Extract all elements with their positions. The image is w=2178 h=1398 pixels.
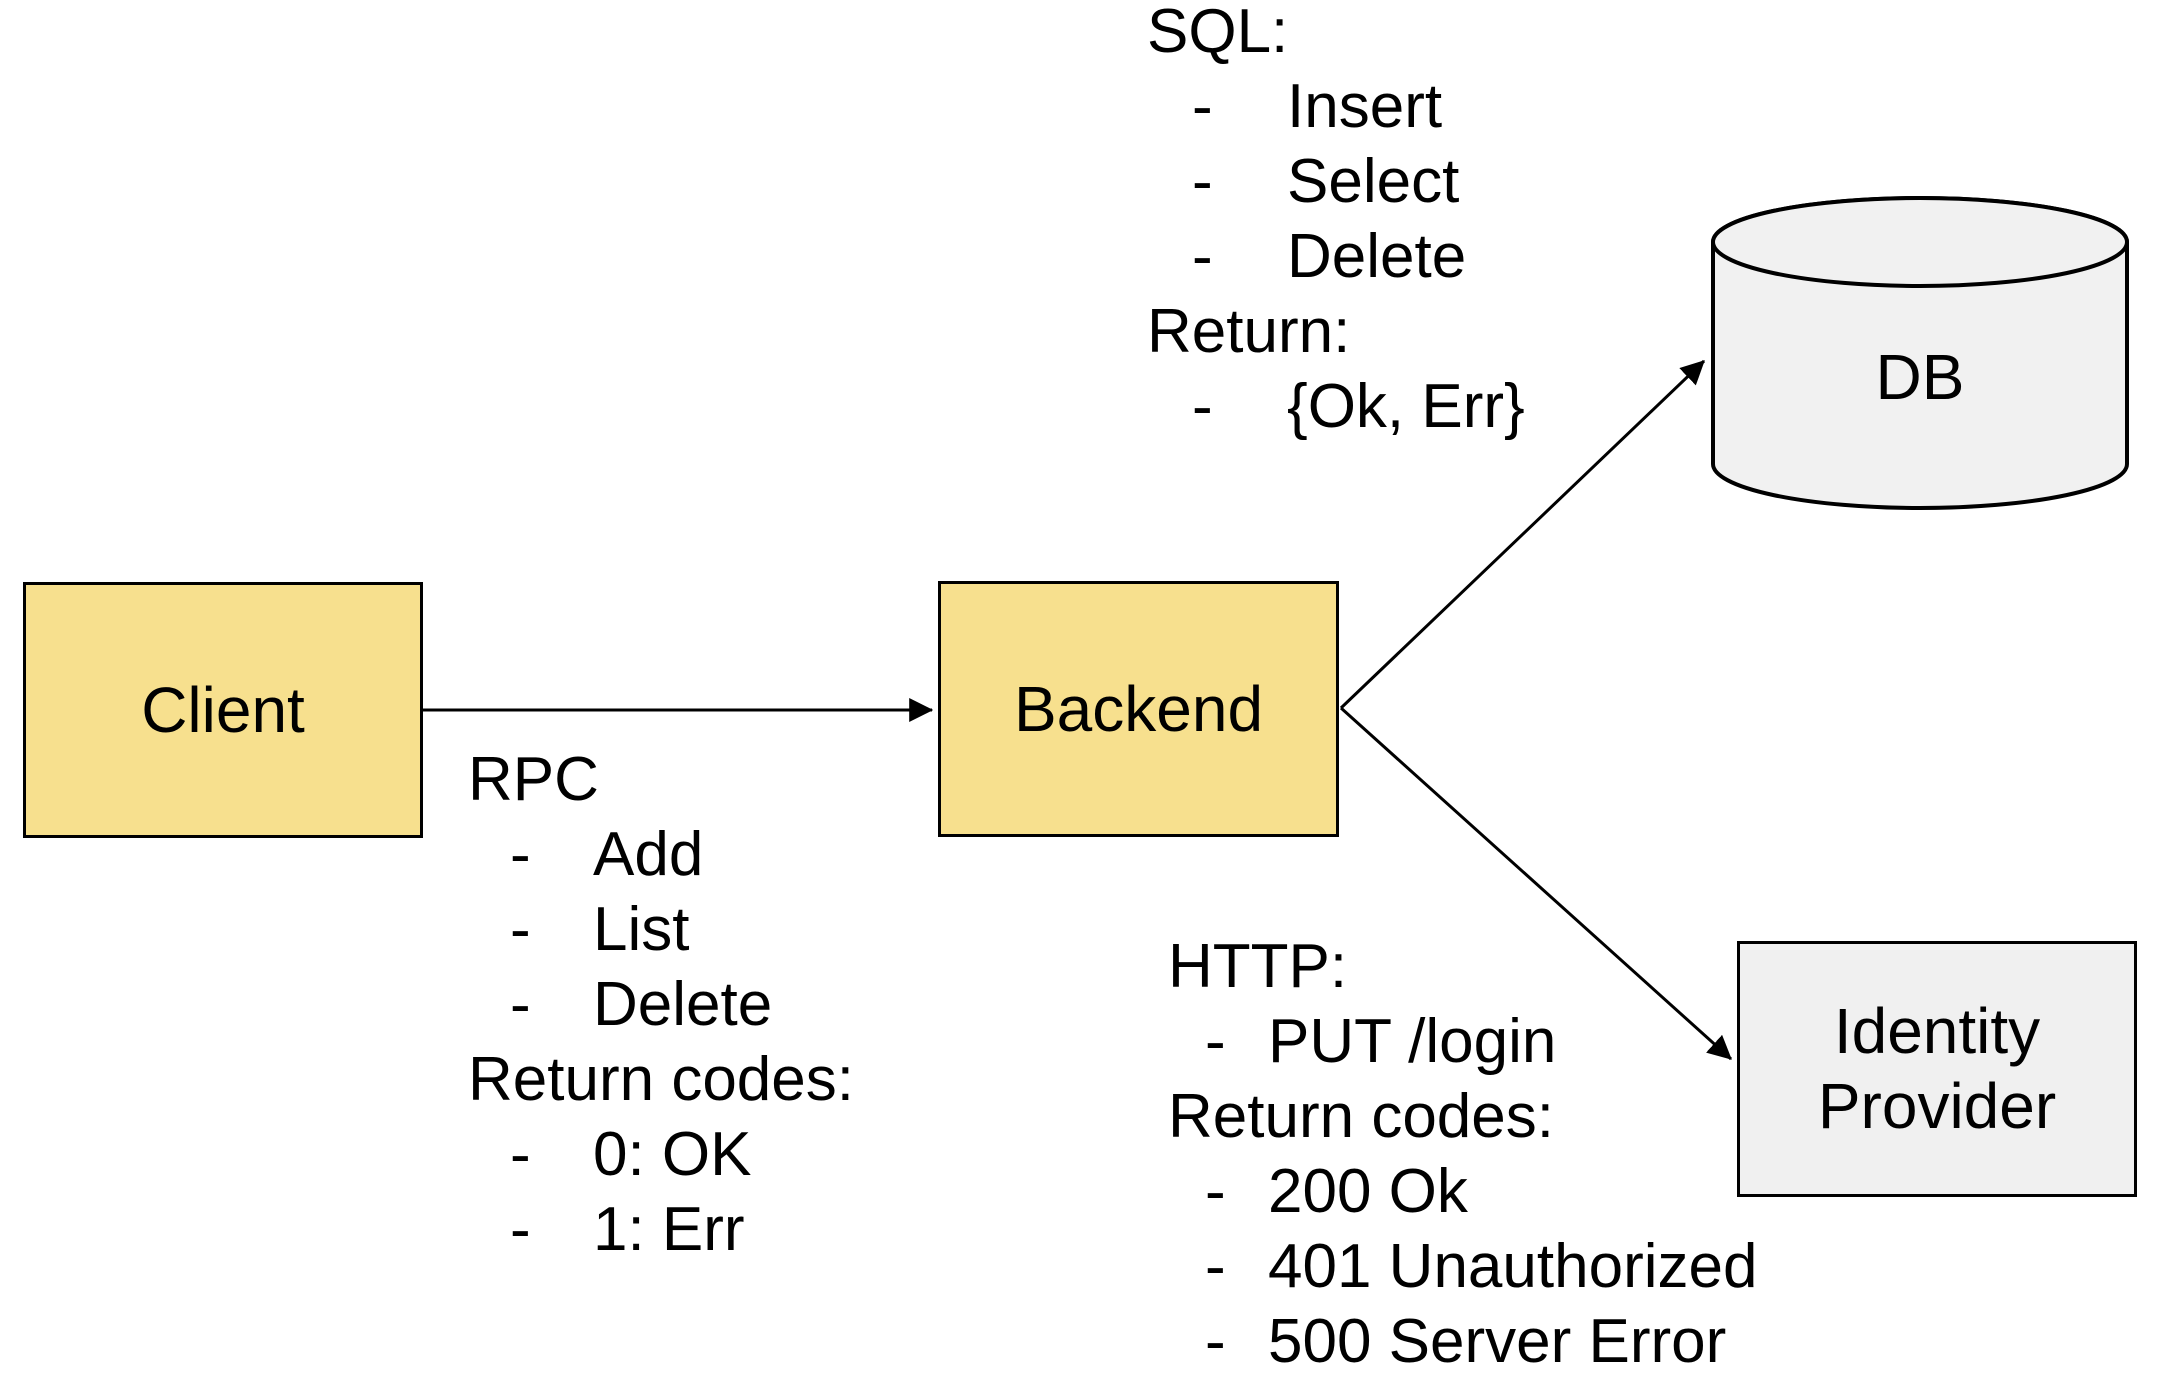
sql-item: - Select xyxy=(1147,144,1525,219)
annotation-text: 0: OK xyxy=(593,1120,752,1189)
annotation-text: Delete xyxy=(1287,222,1467,291)
rpc-item: - Add xyxy=(468,817,854,892)
bullet-dash: - xyxy=(510,1195,531,1264)
sql-item: - Insert xyxy=(1147,69,1525,144)
rpc-item: - List xyxy=(468,892,854,967)
sql-item: - {Ok, Err} xyxy=(1147,369,1525,444)
annotation-text: 200 Ok xyxy=(1268,1157,1468,1226)
annotation-text: Return codes: xyxy=(1168,1082,1554,1151)
sql-annotation: SQL: - Insert - Select - Delete Return: … xyxy=(1147,0,1525,444)
rpc-heading: RPC xyxy=(468,742,854,817)
annotation-text: Insert xyxy=(1287,72,1443,141)
bullet-dash: - xyxy=(1192,222,1213,291)
node-backend: Backend xyxy=(938,581,1339,837)
http-item: - PUT /login xyxy=(1168,1004,1757,1079)
bullet-dash: - xyxy=(510,895,531,964)
http-item: - 200 Ok xyxy=(1168,1154,1757,1229)
rpc-item: - Delete xyxy=(468,967,854,1042)
annotation-text: Return codes: xyxy=(468,1045,854,1114)
http-item: - 401 Unauthorized xyxy=(1168,1229,1757,1304)
node-db: DB xyxy=(1710,193,2130,513)
node-db-label: DB xyxy=(1875,340,1965,413)
sql-item: - Delete xyxy=(1147,219,1525,294)
node-client-label: Client xyxy=(141,673,305,746)
node-client: Client xyxy=(23,582,423,838)
annotation-text: Select xyxy=(1287,147,1460,216)
annotation-text: Delete xyxy=(593,970,773,1039)
bullet-dash: - xyxy=(1205,1232,1226,1301)
http-return-codes-heading: Return codes: xyxy=(1168,1079,1757,1154)
annotation-text: 1: Err xyxy=(593,1195,745,1264)
bullet-dash: - xyxy=(1192,72,1213,141)
sql-heading: SQL: xyxy=(1147,0,1525,69)
annotation-text: SQL: xyxy=(1147,0,1289,66)
sql-return-heading: Return: xyxy=(1147,294,1525,369)
node-backend-label: Backend xyxy=(1013,672,1264,745)
bullet-dash: - xyxy=(510,970,531,1039)
rpc-item: - 1: Err xyxy=(468,1192,854,1267)
node-identity-provider: Identity Provider xyxy=(1737,941,2137,1197)
annotation-text: Add xyxy=(593,820,704,889)
annotation-text: {Ok, Err} xyxy=(1287,372,1525,441)
http-item: - 500 Server Error xyxy=(1168,1304,1757,1379)
annotation-text: 401 Unauthorized xyxy=(1268,1232,1758,1301)
annotation-text: HTTP: xyxy=(1168,932,1348,1001)
bullet-dash: - xyxy=(1205,1157,1226,1226)
bullet-dash: - xyxy=(1192,147,1213,216)
annotation-text: RPC xyxy=(468,745,599,814)
rpc-item: - 0: OK xyxy=(468,1117,854,1192)
annotation-text: 500 Server Error xyxy=(1268,1307,1727,1376)
bullet-dash: - xyxy=(1205,1007,1226,1076)
rpc-annotation: RPC - Add - List - Delete Return codes: … xyxy=(468,742,854,1267)
annotation-text: List xyxy=(593,895,690,964)
rpc-return-codes-heading: Return codes: xyxy=(468,1042,854,1117)
bullet-dash: - xyxy=(1205,1307,1226,1376)
annotation-text: Return: xyxy=(1147,297,1351,366)
http-heading: HTTP: xyxy=(1168,929,1757,1004)
bullet-dash: - xyxy=(510,820,531,889)
bullet-dash: - xyxy=(510,1120,531,1189)
annotation-text: PUT /login xyxy=(1268,1007,1557,1076)
database-cylinder-icon xyxy=(1711,196,2129,510)
bullet-dash: - xyxy=(1192,372,1213,441)
node-identity-provider-label: Identity Provider xyxy=(1817,995,2057,1142)
http-annotation: HTTP: - PUT /login Return codes: - 200 O… xyxy=(1168,929,1757,1379)
